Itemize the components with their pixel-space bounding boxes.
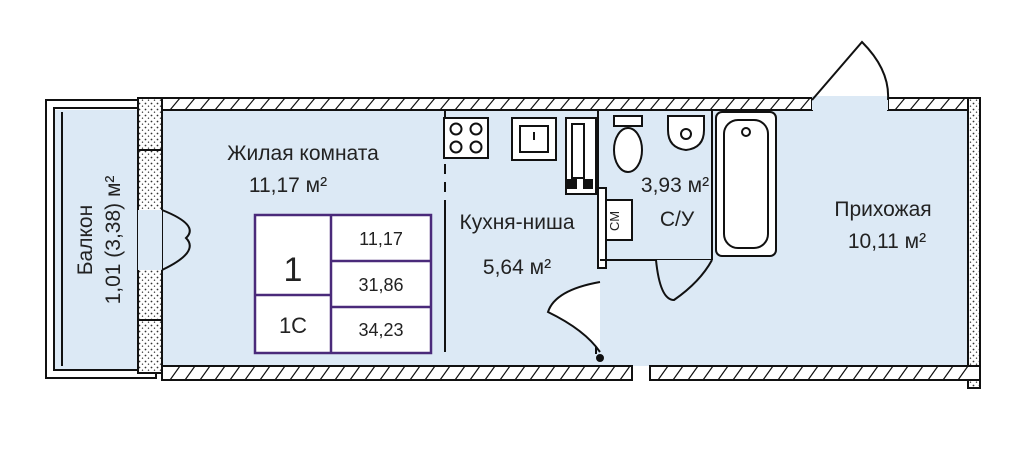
kitchen-area: 5,64 м² — [483, 256, 551, 279]
kitchen-name: Кухня-ниша — [459, 211, 574, 234]
apartment-summary-table: 1 1С 11,17 31,86 34,23 — [253, 213, 433, 355]
balcony-door — [138, 149, 191, 321]
kitchen-door-swing — [546, 281, 601, 353]
hallway-name: Прихожая — [834, 198, 931, 221]
wash-basin-icon — [667, 115, 705, 152]
washing-machine-icon: СМ — [605, 199, 633, 241]
balcony-floor — [55, 110, 147, 370]
hallway-area: 10,11 м² — [848, 230, 926, 253]
kitchen-sink-icon — [511, 117, 557, 161]
stove-icon — [443, 117, 489, 159]
bathroom-name: С/У — [660, 208, 695, 231]
living-room-area: 11,17 м² — [249, 174, 327, 197]
balcony-label: Балкон — [74, 205, 97, 275]
total-area-with-balcony-value: 34,23 — [358, 320, 403, 340]
hallway-floor — [600, 108, 970, 366]
total-area-value: 31,86 — [358, 275, 403, 295]
apartment-code: 1С — [279, 313, 307, 338]
bathtub-icon — [715, 111, 777, 257]
washer-label: СМ — [607, 211, 622, 231]
bathroom-area: 3,93 м² — [641, 174, 709, 197]
wall-hatching — [169, 97, 969, 381]
living-area-value: 11,17 — [359, 229, 403, 249]
rooms-count: 1 — [284, 251, 303, 289]
toilet-icon — [613, 115, 643, 173]
riser-icon — [565, 117, 597, 195]
bathroom-door-swing — [655, 259, 713, 302]
living-room-name: Жилая комната — [227, 142, 379, 165]
balcony-area: 1,01 (3,38) м² — [102, 176, 125, 305]
entrance-door — [811, 40, 890, 110]
